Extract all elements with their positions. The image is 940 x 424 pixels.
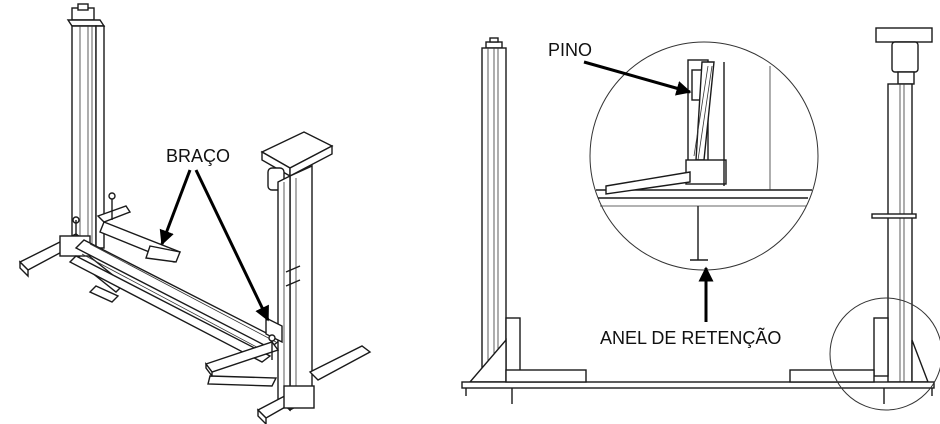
arrow-braco-left (159, 169, 192, 246)
label-pino: PINO (548, 40, 592, 60)
detail-magnified-circle (589, 41, 819, 271)
right-post (871, 27, 933, 383)
left-arms (96, 192, 182, 263)
arrow-pino (583, 60, 692, 96)
base-plate (461, 369, 935, 404)
right-arms (204, 316, 283, 387)
base-rails (68, 239, 282, 363)
arrow-braco-right (194, 169, 270, 322)
right-base-feet (256, 345, 372, 424)
detail-source-circle (829, 297, 940, 411)
left-post (468, 37, 521, 383)
label-braco: BRAÇO (166, 146, 230, 166)
label-anel-de-retencao: ANEL DE RETENÇÃO (600, 327, 781, 348)
isometric-lift-view: BRAÇO (18, 3, 372, 424)
left-column (66, 3, 106, 249)
front-elevation-view: PINO ANEL DE RETENÇÃO (461, 27, 940, 411)
right-column (260, 131, 334, 412)
